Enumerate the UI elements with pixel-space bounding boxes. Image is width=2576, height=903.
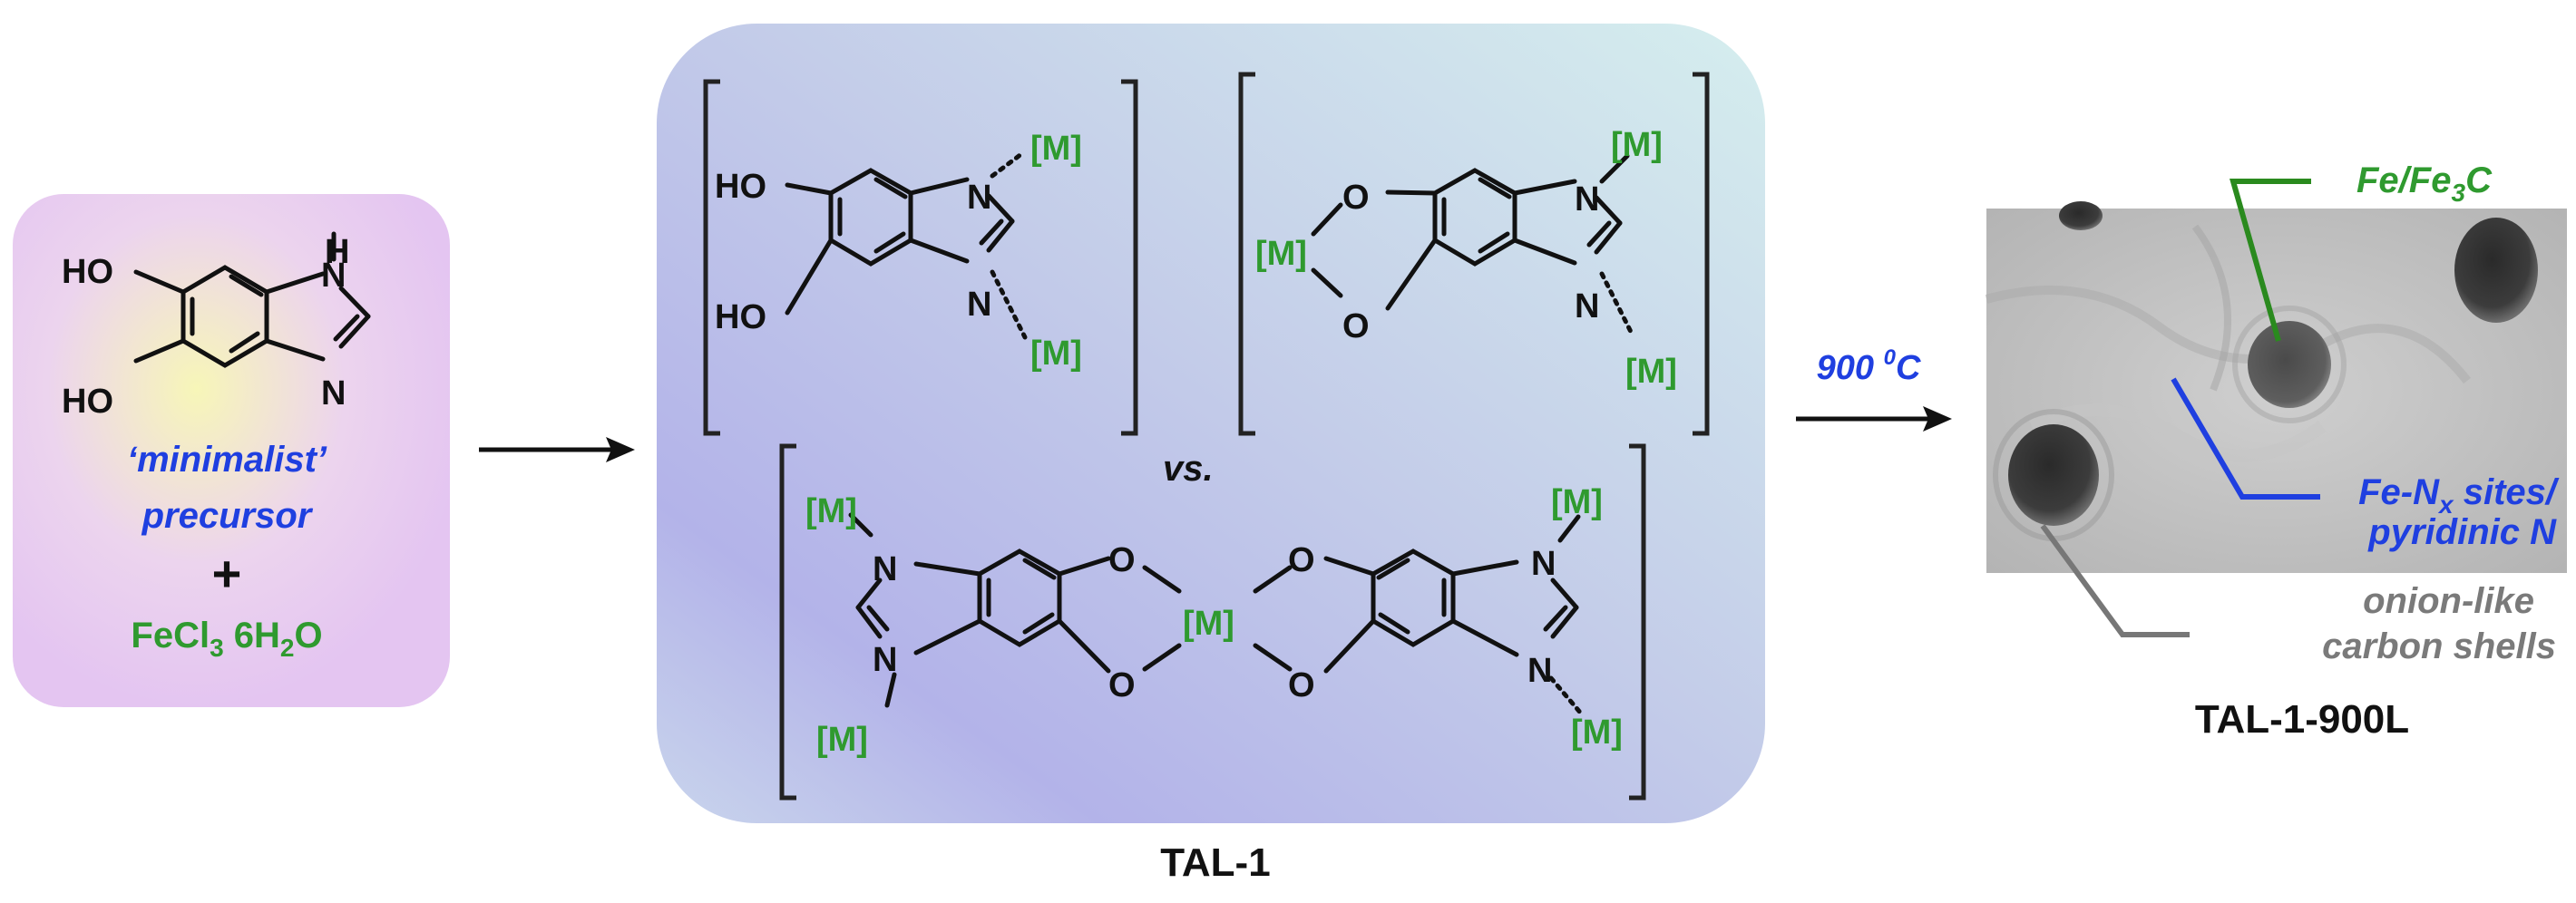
s1-n-bottom: N	[967, 286, 991, 324]
s2-metal-top: [M]	[1611, 126, 1663, 164]
tem-image-panel: Fe/Fe3C Fe-Nx sites/ pyridinic N onion-l…	[1985, 160, 2567, 666]
structure-o-chelated: O O N N [M] [M] [M]	[1238, 72, 1710, 436]
particle-top-edge	[2059, 201, 2103, 230]
temperature-condition: 900 0C	[1817, 345, 1921, 387]
s2-metal-bottom: [M]	[1625, 353, 1677, 391]
s3-metal-left-top: [M]	[805, 492, 857, 530]
s2-n-bottom: N	[1575, 287, 1599, 325]
s3-metal-center: [M]	[1183, 605, 1234, 643]
s3-metal-right-bottom: [M]	[1571, 714, 1623, 752]
structure-n-coordinated: HO HO N N [M] [M]	[703, 79, 1138, 436]
fen-pointer-line	[2171, 377, 2320, 500]
precursor-ho-bottom: HO	[62, 383, 113, 421]
s1-n-top: N	[967, 179, 991, 217]
s1-metal-bottom: [M]	[1030, 335, 1082, 373]
s3-n-left-top: N	[873, 550, 897, 588]
tal-1-900l-caption: TAL-1-900L	[2195, 697, 2409, 742]
tal-1-panel: HO HO N N [M] [M] O O	[657, 24, 1765, 823]
particle-left	[2008, 424, 2099, 526]
s1-ho-top: HO	[715, 168, 766, 206]
vs-label: vs.	[1163, 449, 1214, 489]
reaction-arrow-1	[479, 437, 635, 462]
s3-o-right-top: O	[1288, 541, 1315, 579]
fe-pointer-line	[2230, 179, 2311, 342]
fe-fe3c-label: Fe/Fe3C	[2356, 160, 2493, 207]
precursor-box	[13, 194, 450, 707]
particle-top-right	[2454, 218, 2538, 323]
s2-o-top: O	[1342, 179, 1370, 217]
fen-sites-label: Fe-Nx sites/	[2358, 472, 2560, 519]
s3-metal-right-top: [M]	[1551, 483, 1603, 521]
s3-o-right-bottom: O	[1288, 666, 1315, 704]
reaction-arrow-2	[1796, 406, 1952, 432]
precursor-nh-h: H	[325, 233, 349, 271]
precursor-label: precursor	[141, 496, 314, 536]
plus-sign: +	[212, 545, 242, 602]
s2-metal-left: [M]	[1255, 235, 1307, 273]
onion-pointer-line	[2040, 524, 2190, 637]
tal-1-box	[657, 24, 1765, 823]
s3-o-left-top: O	[1108, 541, 1136, 579]
s3-n-right-bottom: N	[1527, 652, 1552, 690]
precursor-ho-top: HO	[62, 253, 113, 291]
precursor-n: N	[321, 374, 346, 413]
s2-o-bottom: O	[1342, 307, 1370, 345]
s3-n-left-bottom: N	[873, 641, 897, 679]
minimalist-label: ‘minimalist’	[127, 440, 327, 480]
onion-like-label: onion-like	[2363, 581, 2534, 621]
s3-metal-left-bottom: [M]	[816, 721, 868, 759]
pyridinic-n-label: pyridinic N	[2367, 512, 2557, 552]
s3-n-right-top: N	[1531, 545, 1556, 583]
precursor-nh-n: N	[321, 257, 346, 295]
tal-1-caption: TAL-1	[1160, 840, 1270, 885]
iron-salt-label: FeCl3 6H2O	[131, 616, 322, 662]
carbon-shells-label: carbon shells	[2322, 626, 2556, 666]
s1-metal-top: [M]	[1030, 130, 1082, 168]
s3-o-left-bottom: O	[1108, 666, 1136, 704]
structure-bridged-dimer: N N O O [M] [M] [M] O O N N	[779, 443, 1646, 801]
benzimidazole-diol-structure: HO HO N H N	[62, 231, 371, 421]
particle-fe3c	[2248, 321, 2331, 408]
precursor-panel: HO HO N H N ‘minimalist’ precursor + FeC…	[13, 194, 450, 707]
s1-ho-bottom: HO	[715, 298, 766, 336]
s2-n-top: N	[1575, 180, 1599, 218]
